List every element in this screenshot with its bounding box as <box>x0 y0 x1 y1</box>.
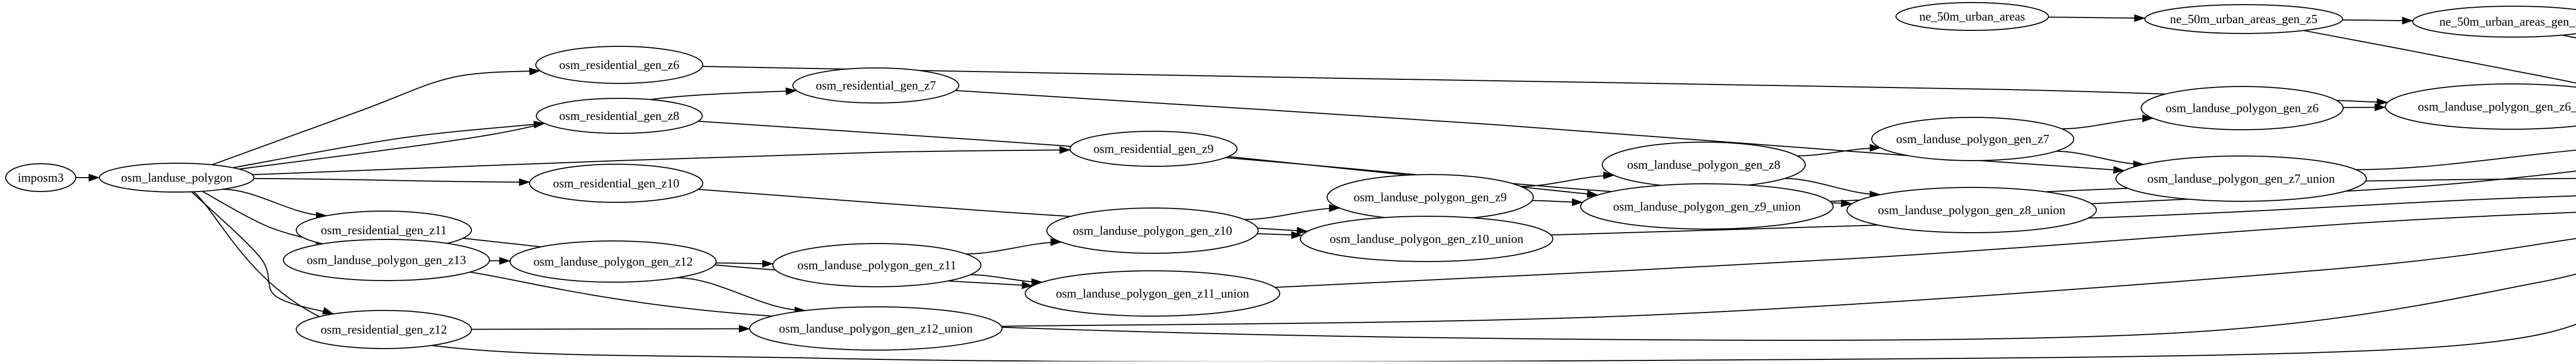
edge-osm_landuse_polygon_gen_z12-to-osm_landuse_polygon_gen_z11 <box>716 263 773 264</box>
node-osm_landuse_polygon_gen_z7_union: osm_landuse_polygon_gen_z7_union <box>2116 156 2366 201</box>
node-osm_landuse_polygon_gen_z6: osm_landuse_polygon_gen_z6 <box>2141 86 2343 130</box>
node-label: imposm3 <box>18 171 63 185</box>
edge-osm_landuse_polygon_gen_z6-to-osm_landuse_polygon_gen_z6_union <box>2343 107 2385 108</box>
node-osm_landuse_polygon_gen_z8_union: osm_landuse_polygon_gen_z8_union <box>1847 187 2096 233</box>
node-label: osm_residential_gen_z7 <box>816 79 936 93</box>
node-label: osm_residential_gen_z9 <box>1093 143 1213 156</box>
node-label: osm_landuse_polygon_gen_z10 <box>1073 224 1232 238</box>
node-imposm3: imposm3 <box>6 164 76 192</box>
edge-osm_landuse_polygon_gen_z7-to-osm_landuse_polygon_gen_z7_union <box>2056 151 2144 164</box>
node-osm_landuse_polygon_gen_z8: osm_landuse_polygon_gen_z8 <box>1602 142 1805 187</box>
edge-osm_landuse_polygon-to-osm_residential_gen_z6 <box>212 71 540 165</box>
edge-osm_landuse_polygon_gen_z10-to-osm_landuse_polygon_gen_z10_union <box>1257 234 1302 235</box>
edge-ne_50m_urban_areas_gen_z5-to-ne_50m_urban_areas_gen_z4 <box>2343 20 2413 21</box>
edge-ne_50m_urban_areas-to-ne_50m_urban_areas_gen_z5 <box>2048 17 2145 18</box>
node-label: osm_landuse_polygon_gen_z8 <box>1627 159 1780 172</box>
node-label: osm_landuse_polygon_gen_z6 <box>2165 102 2318 115</box>
node-ne_50m_urban_areas: ne_50m_urban_areas <box>1896 3 2048 30</box>
node-label: osm_residential_gen_z11 <box>321 224 447 237</box>
node-label: osm_residential_gen_z8 <box>559 110 679 123</box>
node-label: osm_landuse_polygon_gen_z7_union <box>2147 172 2335 186</box>
node-label: osm_residential_gen_z6 <box>559 59 679 72</box>
node-label: osm_landuse_polygon_gen_z10_union <box>1330 233 1523 246</box>
node-label: osm_landuse_polygon_gen_z9_union <box>1613 200 1801 214</box>
node-osm_landuse_polygon_gen_z7: osm_landuse_polygon_gen_z7 <box>1872 117 2074 161</box>
node-label: ne_50m_urban_areas <box>1919 10 2025 24</box>
node-osm_landuse_polygon_gen_z6_union: osm_landuse_polygon_gen_z6_union <box>2385 84 2576 129</box>
node-label: ne_50m_urban_areas_gen_z4 <box>2439 15 2576 29</box>
node-osm_residential_gen_z6: osm_residential_gen_z6 <box>536 46 703 83</box>
node-osm_residential_gen_z7: osm_residential_gen_z7 <box>793 68 959 103</box>
node-osm_landuse_polygon_gen_z10: osm_landuse_polygon_gen_z10 <box>1047 208 1258 253</box>
node-label: osm_landuse_polygon_gen_z6_union <box>2418 100 2576 114</box>
node-osm_landuse_polygon_gen_z9_union: osm_landuse_polygon_gen_z9_union <box>1581 184 1833 229</box>
edge-osm_landuse_polygon_gen_z8-to-osm_landuse_polygon_gen_z7 <box>1797 148 1880 156</box>
edge-osm_landuse_polygon_gen_z7-to-osm_landuse_polygon_gen_z6 <box>2062 118 2153 129</box>
node-osm_residential_gen_z12: osm_residential_gen_z12 <box>296 310 471 349</box>
edge-osm_landuse_polygon_gen_z9-to-osm_landuse_polygon_gen_z8 <box>1521 176 1614 187</box>
node-osm_landuse_polygon_gen_z11_union: osm_landuse_polygon_gen_z11_union <box>1025 271 1280 316</box>
node-label: osm_landuse_polygon_gen_z11 <box>798 259 956 272</box>
node-osm_residential_gen_z8: osm_residential_gen_z8 <box>536 98 702 133</box>
edge-osm_landuse_polygon_gen_z10-to-osm_landuse_polygon_gen_z9 <box>1245 208 1340 219</box>
edge-osm_landuse_polygon-to-osm_residential_gen_z10 <box>254 179 530 182</box>
node-osm_residential_gen_z9: osm_residential_gen_z9 <box>1070 131 1237 166</box>
node-osm_landuse_polygon_gen_z12_union: osm_landuse_polygon_gen_z12_union <box>750 307 1002 350</box>
node-label: osm_landuse_polygon_gen_z12 <box>533 255 692 269</box>
edge-osm_landuse_polygon_gen_z7_union-to-layer_landuse.z7 <box>2356 146 2576 170</box>
edge-osm_landuse_polygon_gen_z12-to-osm_landuse_polygon_gen_z12_union <box>677 278 806 311</box>
node-ne_50m_urban_areas_gen_z4: ne_50m_urban_areas_gen_z4 <box>2413 6 2576 37</box>
node-label: osm_landuse_polygon_gen_z9 <box>1353 191 1506 204</box>
node-osm_landuse_polygon_gen_z13: osm_landuse_polygon_gen_z13 <box>283 239 489 281</box>
node-label: osm_residential_gen_z10 <box>553 177 679 190</box>
node-osm_residential_gen_z10: osm_residential_gen_z10 <box>530 164 703 202</box>
node-label: osm_landuse_polygon_gen_z11_union <box>1056 287 1249 301</box>
edge-osm_landuse_polygon_gen_z11-to-osm_landuse_polygon_gen_z11_union <box>970 275 1042 282</box>
node-label: osm_landuse_polygon_gen_z7 <box>1896 133 2049 146</box>
nodes: imposm3 osm_landuse_polygon osm_residentia… <box>6 3 2576 350</box>
node-label: osm_landuse_polygon_gen_z8_union <box>1878 204 2065 217</box>
node-osm_landuse_polygon_gen_z9: osm_landuse_polygon_gen_z9 <box>1327 175 1533 220</box>
node-osm_landuse_polygon_gen_z12: osm_landuse_polygon_gen_z12 <box>510 241 716 282</box>
node-label: osm_landuse_polygon <box>121 171 232 185</box>
edge-osm_residential_gen_z12-to-osm_landuse_polygon_gen_z12_union <box>471 329 750 330</box>
node-label: osm_landuse_polygon_gen_z13 <box>307 254 466 267</box>
node-osm_landuse_polygon: osm_landuse_polygon <box>99 163 254 192</box>
node-label: osm_residential_gen_z12 <box>320 323 447 337</box>
node-osm_landuse_polygon_gen_z10_union: osm_landuse_polygon_gen_z10_union <box>1300 216 1553 262</box>
edge-osm_landuse_polygon_gen_z11-to-osm_landuse_polygon_gen_z10 <box>966 242 1061 254</box>
node-label: osm_landuse_polygon_gen_z12_union <box>779 322 973 336</box>
node-label: ne_50m_urban_areas_gen_z5 <box>2170 13 2318 26</box>
edge-osm_landuse_polygon_gen_z9-to-osm_landuse_polygon_gen_z9_union <box>1532 201 1583 202</box>
node-osm_landuse_polygon_gen_z11: osm_landuse_polygon_gen_z11 <box>773 244 981 287</box>
node-ne_50m_urban_areas_gen_z5: ne_50m_urban_areas_gen_z5 <box>2145 5 2343 33</box>
edge-osm_landuse_polygon-to-osm_residential_gen_z8 <box>233 124 545 168</box>
